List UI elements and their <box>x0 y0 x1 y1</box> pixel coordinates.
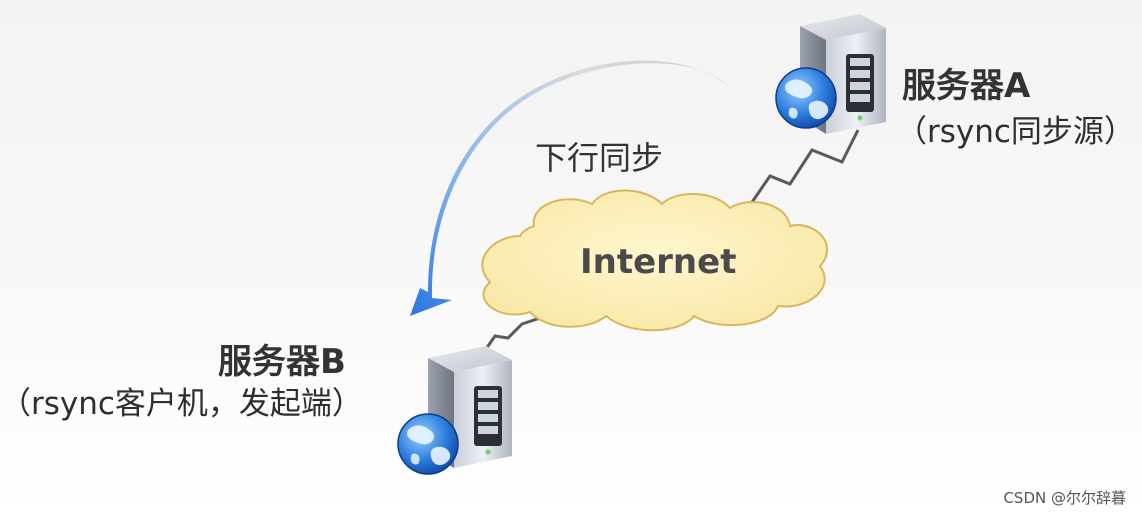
server-b-role: （rsync客户机，发起端） <box>0 386 363 422</box>
globe-icon <box>775 67 837 129</box>
watermark: CSDN @尔尔辞暮 <box>1003 489 1126 507</box>
link-line-a <box>746 129 860 209</box>
internet-cloud <box>481 189 828 332</box>
internet-label: Internet <box>580 242 737 282</box>
globe-icon <box>397 413 459 475</box>
sync-arrow <box>410 60 730 316</box>
sync-direction-label: 下行同步 <box>535 139 664 177</box>
server-a-name: 服务器A <box>902 66 1031 106</box>
server-b-name: 服务器B <box>218 342 346 382</box>
server-a-role: （rsync同步源） <box>896 114 1135 150</box>
